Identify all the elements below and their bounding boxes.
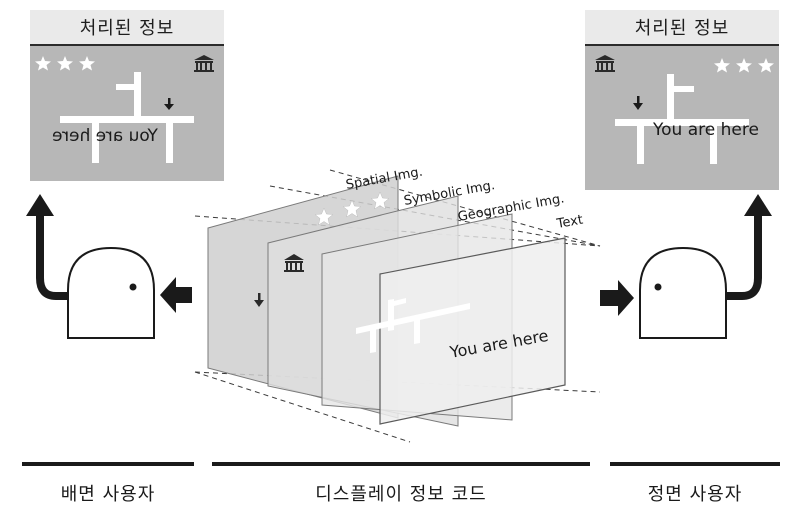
star-icon: [57, 56, 73, 71]
right-curved-arrow: [726, 194, 772, 300]
right-you-are-here: You are here: [653, 120, 759, 140]
museum-icon: [595, 55, 615, 72]
back-user-head-icon: [67, 246, 155, 339]
left-curved-arrow: [26, 194, 68, 300]
museum-icon: [194, 55, 214, 72]
museum-icon: [284, 254, 304, 272]
layer-roads: [356, 298, 470, 353]
display-code-label: 디스플레이 정보 코드: [315, 484, 487, 505]
star-icon: [758, 58, 774, 73]
star-icon: [736, 58, 752, 73]
back-user-label: 배면 사용자: [60, 484, 156, 505]
front-user-head-icon: [639, 246, 727, 339]
star-icon: [35, 56, 51, 71]
right-processed-panel: 처리된 정보: [585, 10, 779, 190]
left-bottom-bar: [22, 462, 194, 466]
star-icon: [314, 207, 334, 226]
front-user-label: 정면 사용자: [647, 484, 743, 505]
star-icon: [370, 191, 390, 210]
down-arrow-icon: [254, 293, 264, 307]
layer-text-plane: [379, 237, 566, 425]
right-panel-title: 처리된 정보: [585, 10, 779, 46]
star-icon: [714, 58, 730, 73]
layer-stars: [314, 191, 390, 226]
star-icon: [342, 199, 362, 218]
down-arrow-icon: [164, 98, 174, 110]
right-block-arrow-icon: [600, 280, 634, 316]
star-icon: [79, 56, 95, 71]
left-panel-title: 처리된 정보: [30, 10, 224, 46]
left-processed-panel: 처리된 정보: [30, 10, 224, 181]
right-panel-map: You are here: [585, 46, 779, 190]
down-arrow-icon: [633, 96, 643, 110]
center-bottom-bar: [212, 462, 590, 466]
left-you-are-here-mirrored: You are here: [52, 126, 158, 146]
right-bottom-bar: [610, 462, 780, 466]
left-block-arrow-icon: [160, 277, 192, 313]
left-panel-map: You are here: [30, 46, 224, 181]
